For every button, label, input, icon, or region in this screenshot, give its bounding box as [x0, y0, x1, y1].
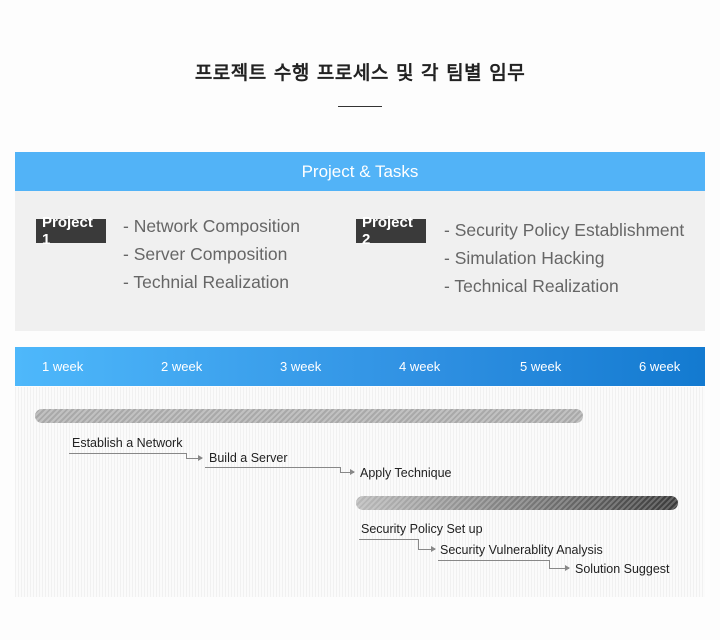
step-apply-technique: Apply Technique [360, 466, 452, 480]
arrow-connector [340, 467, 341, 473]
step-security-policy: Security Policy Set up [361, 522, 483, 536]
project-tasks-header: Project & Tasks [15, 152, 705, 191]
page-title: 프로젝트 수행 프로세스 및 각 팀별 임무 [194, 62, 526, 84]
project-2-progress-bar [356, 496, 678, 510]
project-2-badge: Project 2 [356, 214, 426, 248]
project-tasks-panel [15, 191, 705, 331]
project-2-task-list: - Security Policy Establishment - Simula… [444, 216, 684, 300]
step-build-server: Build a Server [209, 451, 288, 465]
title-divider [338, 106, 382, 107]
arrow-right-icon [418, 546, 436, 552]
arrow-right-icon [549, 565, 570, 571]
project-tasks-header-label: Project & Tasks [301, 161, 419, 181]
step-vulnerability-analysis: Security Vulnerablity Analysis [440, 543, 603, 557]
arrow-connector [418, 539, 419, 550]
week-label: 2 week [161, 359, 203, 374]
week-label: 6 week [639, 359, 681, 374]
project-1-task: - Server Composition [123, 244, 288, 264]
project-2-task: - Simulation Hacking [444, 248, 605, 268]
step-underline [69, 453, 186, 454]
week-label: 3 week [280, 359, 322, 374]
project-2-task: - Technical Realization [444, 276, 619, 296]
week-label: 1 week [42, 359, 84, 374]
project-1-badge: Project 1 [36, 214, 106, 248]
week-label: 4 week [399, 359, 441, 374]
step-underline [438, 560, 549, 561]
step-establish-network: Establish a Network [72, 436, 183, 450]
week-label: 5 week [520, 359, 562, 374]
week-header-bar: 1 week 2 week 3 week 4 week 5 week 6 wee… [15, 347, 705, 386]
arrow-right-icon [340, 469, 355, 475]
step-underline [205, 467, 340, 468]
project-2-task: - Security Policy Establishment [444, 220, 685, 240]
arrow-connector [549, 560, 550, 569]
project-1-progress-bar [35, 409, 583, 423]
project-1-task-list: - Network Composition - Server Compositi… [123, 212, 300, 296]
project-1-task: - Network Composition [123, 216, 300, 236]
step-solution-suggest: Solution Suggest [575, 562, 670, 576]
step-underline [359, 539, 418, 540]
arrow-right-icon [186, 455, 203, 461]
arrow-connector [186, 453, 187, 459]
project-1-task: - Technial Realization [123, 272, 290, 292]
